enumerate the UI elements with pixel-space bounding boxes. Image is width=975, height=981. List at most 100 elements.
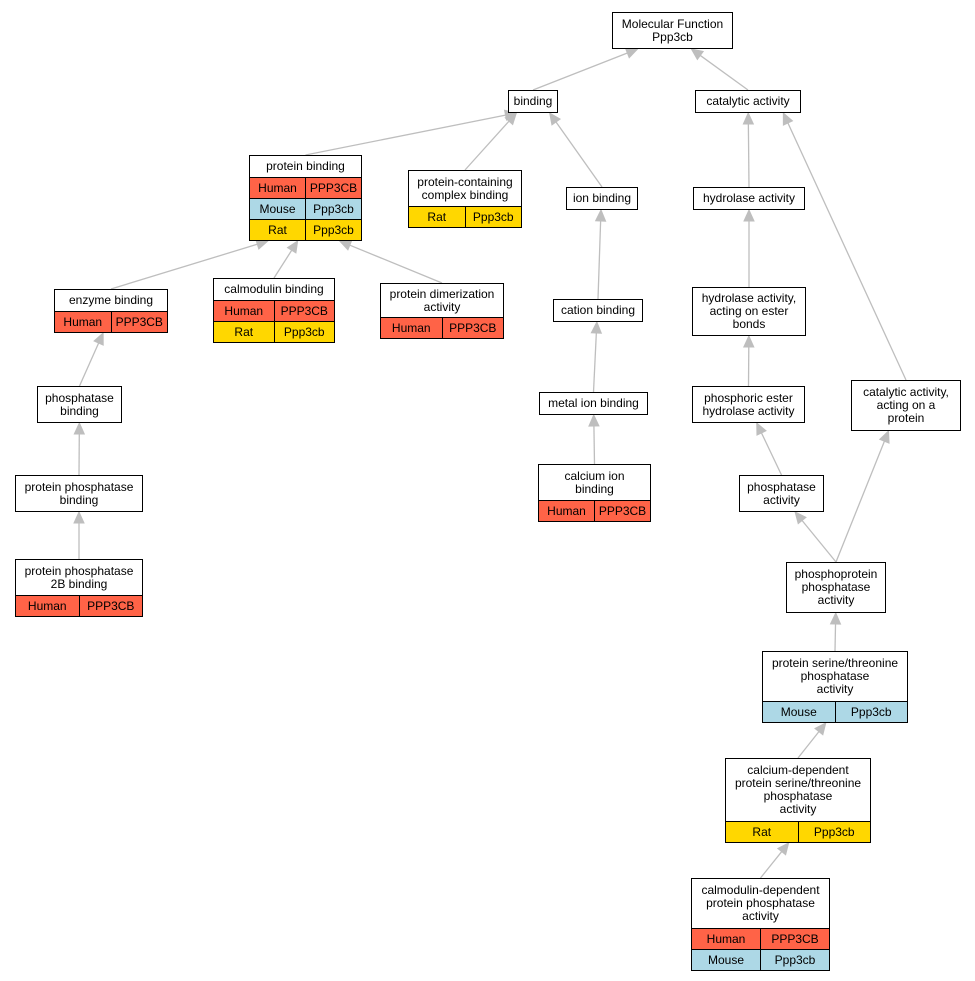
gene-cell: Ppp3cb	[273, 322, 335, 342]
species-cell: Human	[258, 180, 297, 195]
node-catalytic[interactable]: catalytic activity	[695, 90, 801, 113]
species-cell: Mouse	[780, 704, 817, 719]
node-metal-ion[interactable]: metal ion binding	[539, 392, 648, 415]
node-catalytic-protein[interactable]: catalytic activity, acting on a protein	[851, 380, 961, 431]
edge-arrowhead	[743, 334, 755, 348]
edge-arrowhead	[624, 47, 639, 59]
node-label: hydrolase activity, acting on ester bond…	[701, 291, 797, 331]
gene-cell: Ppp3cb	[464, 207, 522, 227]
node-label: hydrolase activity	[702, 191, 796, 205]
node-ca-ser-thr[interactable]: calcium-dependent protein serine/threoni…	[725, 758, 871, 843]
gene-cell: Ppp3cb	[834, 702, 908, 722]
node-protein-phosphatase-binding[interactable]: protein phosphatase binding	[15, 475, 143, 512]
edge-arrowhead	[588, 413, 600, 427]
edge-arrowhead	[548, 112, 562, 126]
edge-arrowhead	[286, 239, 299, 254]
node-label: binding	[513, 94, 553, 108]
node-label: calmodulin binding	[224, 282, 324, 296]
edge-line	[797, 731, 820, 759]
species-row: Mouse Ppp3cb	[692, 949, 829, 970]
species-cell: Human	[63, 314, 103, 329]
edge-line	[532, 52, 628, 91]
species-row: Mouse Ppp3cb	[763, 701, 907, 722]
edge-line	[787, 122, 907, 381]
edge-arrowhead	[73, 510, 85, 524]
node-label: cation binding	[560, 303, 636, 317]
species-cell: Mouse	[707, 952, 745, 967]
edge-arrowhead	[756, 421, 767, 436]
node-phosphoprotein[interactable]: phosphoprotein phosphatase activity	[786, 562, 886, 613]
node-label: protein-containing complex binding	[417, 174, 513, 202]
node-hydrolase-ester[interactable]: hydrolase activity, acting on ester bond…	[692, 287, 806, 336]
edge-line	[759, 851, 783, 879]
species-cell: Human	[224, 303, 264, 318]
node-label: calcium-dependent protein serine/threoni…	[734, 763, 862, 816]
node-cation-binding[interactable]: cation binding	[553, 299, 643, 322]
species-row: Rat Ppp3cb	[250, 219, 361, 240]
gene-cell: PPP3CB	[760, 929, 829, 949]
species-cell: Rat	[234, 324, 254, 339]
edge-line	[835, 440, 886, 563]
edge-arrowhead	[814, 722, 827, 736]
node-label: phosphatase activity	[747, 479, 816, 507]
gene-cell: Ppp3cb	[305, 220, 361, 240]
edge-arrowhead	[590, 320, 603, 334]
edge-arrowhead	[829, 611, 842, 625]
species-row: Rat Ppp3cb	[214, 321, 334, 342]
node-phosphoric-ester[interactable]: phosphoric ester hydrolase activity	[692, 386, 805, 423]
edge-line	[699, 54, 749, 91]
node-hydrolase[interactable]: hydrolase activity	[693, 187, 805, 210]
node-ion-binding[interactable]: ion binding	[566, 187, 638, 210]
edge-line	[801, 520, 837, 563]
edge-arrowhead	[93, 331, 104, 346]
gene-cell: Ppp3cb	[760, 950, 829, 970]
species-cell: Human	[547, 503, 586, 518]
node-label: metal ion binding	[548, 396, 639, 410]
gene-cell: PPP3CB	[78, 596, 143, 616]
node-label: protein binding	[266, 159, 345, 173]
node-calmodulin-dep[interactable]: calmodulin-dependent protein phosphatase…	[691, 878, 830, 971]
node-binding[interactable]: binding	[508, 90, 558, 113]
species-cell: Rat	[752, 824, 772, 839]
node-mf[interactable]: Molecular Function Ppp3cb	[612, 12, 733, 49]
node-label: Molecular Function Ppp3cb	[621, 16, 724, 44]
edge-line	[349, 244, 443, 284]
species-cell: Rat	[268, 222, 287, 237]
node-label: ion binding	[572, 191, 632, 205]
species-cell: Mouse	[259, 201, 296, 216]
edge-line	[555, 121, 603, 188]
edge-arrowhead	[776, 842, 790, 856]
node-label: calmodulin-dependent protein phosphatase…	[701, 883, 820, 923]
edge-line	[464, 120, 510, 171]
edge-line	[110, 243, 258, 290]
edge-line	[273, 249, 293, 279]
node-label: catalytic activity, acting on a protein	[863, 385, 949, 425]
node-label: catalytic activity	[706, 94, 790, 108]
gene-cell: PPP3CB	[305, 178, 361, 198]
edge-line	[834, 623, 837, 652]
edge-arrowhead	[594, 208, 607, 222]
node-phosphatase-activity[interactable]: phosphatase activity	[739, 475, 824, 512]
node-ser-thr[interactable]: protein serine/threonine phosphatase act…	[762, 651, 908, 723]
node-label: calcium ion binding	[564, 468, 625, 496]
edge-line	[597, 220, 602, 300]
edge-line	[78, 342, 100, 387]
node-phosphatase-binding[interactable]: phosphatase binding	[37, 386, 122, 423]
